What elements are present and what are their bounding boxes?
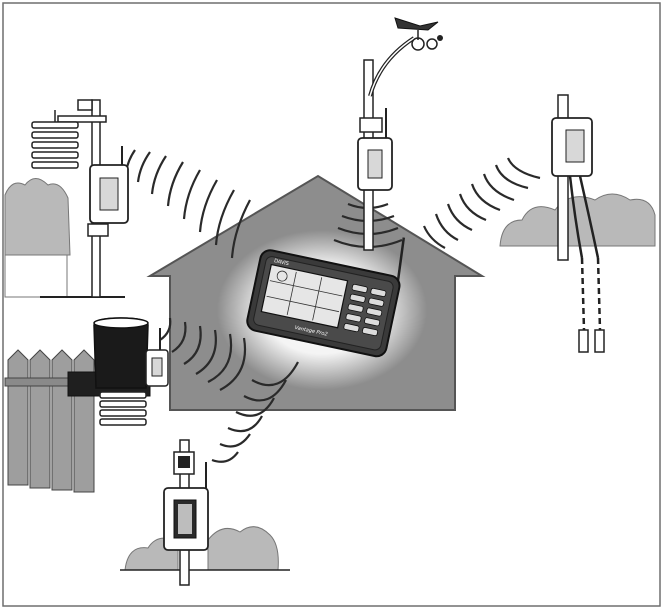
console-buttons <box>343 283 387 337</box>
left-bushes <box>4 178 71 256</box>
transmitter-box-icon <box>551 117 593 177</box>
console-brand: DAVIS <box>273 258 289 267</box>
wind-vane-icon <box>394 17 443 51</box>
temp-humidity-station <box>31 99 129 298</box>
transmitter-box-icon <box>145 349 169 387</box>
anemometer-station <box>357 17 443 251</box>
soil-probe-icon <box>578 329 605 353</box>
transmitter-box-icon <box>357 117 393 191</box>
weather-console: DAVIS Vantage Pro2 <box>246 237 406 358</box>
rain-collector-station <box>67 317 169 426</box>
soil-moisture-station <box>551 94 605 353</box>
leaf-wetness-station <box>163 439 209 586</box>
left-ground <box>4 254 68 298</box>
fence <box>4 349 98 493</box>
signal-arcs <box>124 149 541 463</box>
radiation-shield-icon <box>31 110 79 169</box>
right-bushes <box>499 193 656 247</box>
transmitter-box-icon <box>87 164 129 237</box>
console-screen <box>260 263 349 329</box>
radiation-shield-icon <box>99 391 147 426</box>
transmitter-box-icon <box>163 487 209 551</box>
rain-gauge-icon <box>93 317 149 389</box>
